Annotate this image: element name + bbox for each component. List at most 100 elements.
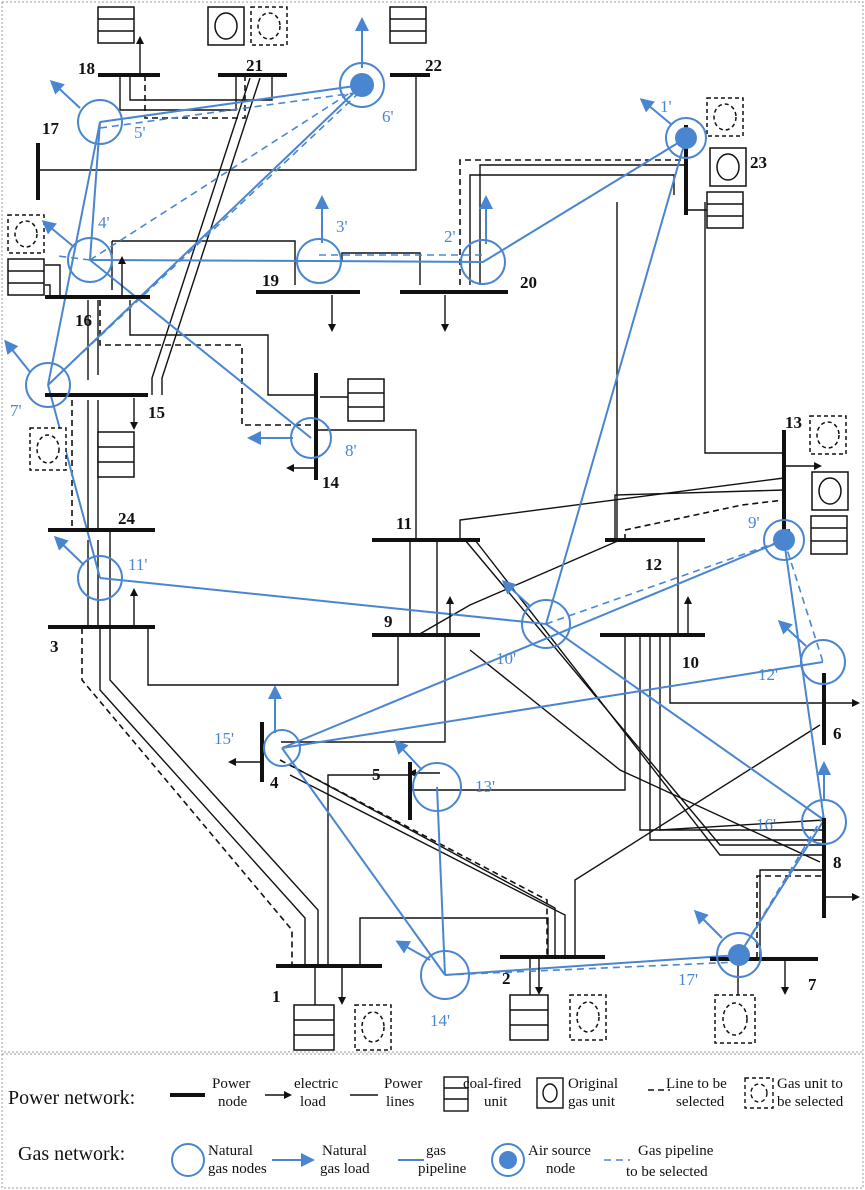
gas-node-6p — [339, 62, 385, 108]
gas-node-2p — [460, 239, 506, 285]
legend-power-lines-l1: Power — [384, 1076, 422, 1092]
gas-label-2p: 2' — [444, 227, 456, 246]
legend-gas-load-l2: gas load — [320, 1161, 370, 1177]
gas-node-circles — [25, 62, 847, 1000]
gas-node-12p — [800, 639, 846, 685]
legend-electric-load-l1: electric — [294, 1076, 338, 1092]
legend-orig-gas-unit-l2: gas unit — [568, 1094, 616, 1110]
power-label-13: 13 — [785, 413, 802, 432]
legend-gas-nodes-l1: Natural — [208, 1143, 253, 1159]
power-label-23: 23 — [750, 153, 767, 172]
gas-node-7p — [25, 362, 71, 408]
legend-gas-unit-selected-l2: be selected — [777, 1094, 844, 1110]
legend-pipeline-selected-l1: Gas pipeline — [638, 1143, 714, 1159]
power-label-6: 6 — [833, 724, 842, 743]
power-label-20: 20 — [520, 273, 537, 292]
legend-orig-gas-unit-symbol — [536, 1077, 564, 1109]
coal-fired-units — [7, 6, 848, 1051]
power-label-3: 3 — [50, 637, 59, 656]
diagram-frame — [1, 1, 864, 1053]
gas-node-3p — [296, 238, 342, 284]
legend-pipeline-selected-l2: to be selected — [626, 1164, 708, 1180]
legend-coal-unit-l2: unit — [484, 1094, 508, 1110]
power-label-1: 1 — [272, 987, 281, 1006]
gas-units-to-be-selected — [7, 6, 847, 1051]
gas-label-12p: 12' — [758, 665, 778, 684]
legend-gas-pipeline-l1: gas — [426, 1143, 446, 1159]
gas-label-14p: 14' — [430, 1011, 450, 1030]
power-label-2: 2 — [502, 969, 511, 988]
power-label-4: 4 — [270, 773, 279, 792]
power-label-11: 11 — [396, 514, 412, 533]
legend-frame — [1, 1053, 864, 1189]
gas-label-17p: 17' — [678, 970, 698, 989]
legend-gas-nodes-l2: gas nodes — [208, 1161, 267, 1177]
gas-loads — [4, 17, 831, 961]
gas-node-14p — [420, 950, 470, 1000]
power-label-8: 8 — [833, 853, 842, 872]
gas-node-16p — [801, 799, 847, 845]
legend-coal-unit-symbol — [443, 1076, 469, 1112]
legend-air-source-l1: Air source — [528, 1143, 591, 1159]
power-label-14: 14 — [322, 473, 340, 492]
gas-node-10p — [521, 599, 571, 649]
gas-label-13p: 13' — [475, 777, 495, 796]
legend-power-lines-l2: lines — [386, 1094, 414, 1110]
power-label-22: 22 — [425, 56, 442, 75]
gas-node-8p — [290, 417, 332, 459]
gas-node-17p — [716, 932, 762, 978]
electric-loads — [118, 36, 860, 1005]
power-node-labels: 18 21 22 17 23 16 19 20 15 14 13 24 11 1… — [42, 56, 842, 1006]
power-label-15: 15 — [148, 403, 165, 422]
power-lines — [38, 75, 825, 1005]
power-label-19: 19 — [262, 271, 279, 290]
legend-gas-load-l1: Natural — [322, 1143, 367, 1159]
power-lines-to-be-selected — [71, 75, 822, 965]
legend-line-selected-l1: Line to be — [666, 1076, 727, 1092]
gas-pipelines-to-be-selected — [47, 84, 825, 976]
power-label-10: 10 — [682, 653, 699, 672]
original-gas-units — [207, 6, 849, 511]
gas-label-9p: 9' — [748, 513, 760, 532]
gas-label-7p: 7' — [10, 401, 22, 420]
power-label-24: 24 — [118, 509, 136, 528]
legend: Power network: Power node electric load … — [8, 1076, 844, 1180]
power-node-bars — [36, 73, 826, 968]
power-label-7: 7 — [808, 975, 817, 994]
legend-line-selected-l2: selected — [676, 1094, 725, 1110]
legend-air-source-l2: node — [546, 1161, 576, 1177]
gas-node-labels: 5' 6' 1' 4' 3' 2' 7' 8' 9' 11' 10' 12' 1… — [10, 97, 778, 1030]
legend-power-node-l1: Power — [212, 1076, 250, 1092]
legend-power-node-l2: node — [218, 1094, 248, 1110]
gas-node-13p — [412, 762, 462, 812]
gas-label-4p: 4' — [98, 213, 110, 232]
gas-node-15p — [263, 729, 301, 767]
legend-gas-unit-selected-l1: Gas unit to — [777, 1076, 843, 1092]
legend-coal-unit-l1: coal-fired — [463, 1076, 522, 1092]
gas-label-15p: 15' — [214, 729, 234, 748]
power-label-16: 16 — [75, 311, 92, 330]
legend-air-source-fill — [499, 1151, 517, 1169]
gas-node-4p — [67, 237, 113, 283]
legend-gas-node-symbol — [171, 1143, 205, 1177]
legend-gas-title: Gas network: — [18, 1143, 125, 1165]
legend-air-source-symbol — [491, 1143, 525, 1177]
gas-label-8p: 8' — [345, 441, 357, 460]
gas-node-11p — [77, 555, 123, 601]
gas-label-3p: 3' — [336, 217, 348, 236]
power-label-17: 17 — [42, 119, 60, 138]
power-label-21: 21 — [246, 56, 263, 75]
air-source-fills — [350, 73, 795, 966]
power-label-12: 12 — [645, 555, 662, 574]
legend-orig-gas-unit-l1: Original — [568, 1076, 618, 1092]
legend-gas-unit-selected-symbol — [744, 1077, 774, 1109]
power-label-18: 18 — [78, 59, 95, 78]
power-label-9: 9 — [384, 612, 393, 631]
gas-label-6p: 6' — [382, 107, 394, 126]
legend-electric-load-l2: load — [300, 1094, 326, 1110]
gas-node-5p — [77, 99, 123, 145]
power-label-5: 5 — [372, 765, 381, 784]
legend-power-title: Power network: — [8, 1087, 135, 1109]
